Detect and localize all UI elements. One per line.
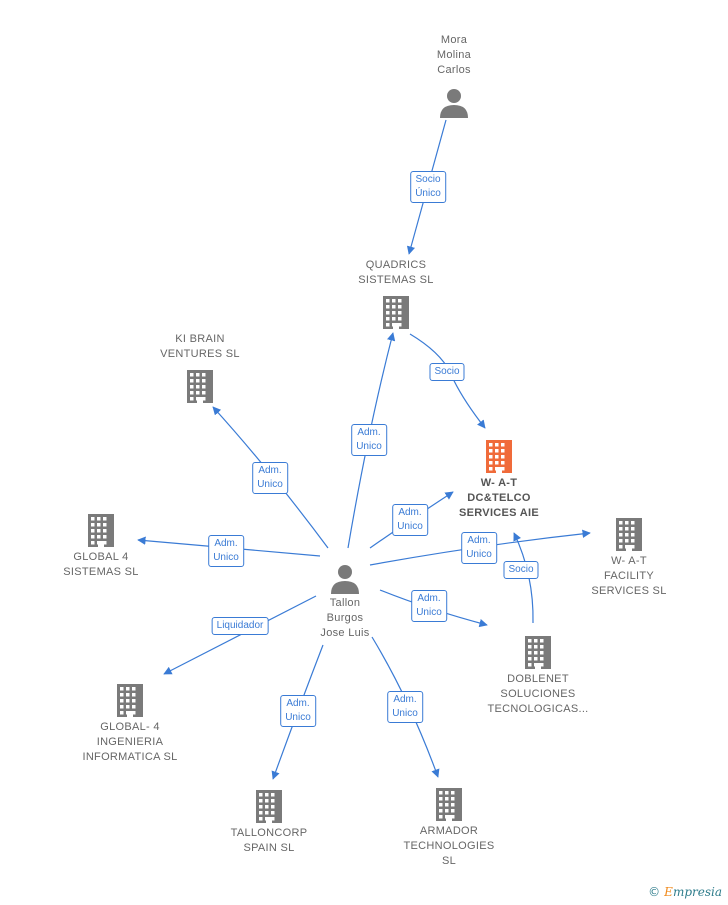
edge-tallon-global4ing — [163, 595, 317, 675]
building-icon-global4[interactable] — [85, 513, 117, 552]
edge-label-tallon-kibrain[interactable]: Adm. Unico — [252, 462, 288, 494]
building-icon-doblenet[interactable] — [522, 635, 554, 674]
edge-label-tallon-wat_fac[interactable]: Adm. Unico — [461, 532, 497, 564]
brand-initial: E — [664, 885, 673, 899]
building-icon-wat_fac[interactable] — [613, 517, 645, 556]
building-icon-talloncorp[interactable] — [253, 789, 285, 828]
node-label-tallon[interactable]: Tallon Burgos Jose Luis — [320, 597, 370, 639]
node-label-kibrain[interactable]: KI BRAIN VENTURES SL — [160, 333, 240, 360]
edge-label-tallon-global4ing[interactable]: Liquidador — [211, 617, 269, 635]
building-icon-quadrics[interactable] — [380, 295, 412, 334]
node-label-global4ing[interactable]: GLOBAL- 4 INGENIERIA INFORMATICA SL — [82, 721, 178, 763]
edge-label-tallon-quadrics[interactable]: Adm. Unico — [351, 424, 387, 456]
edge-label-tallon-global4[interactable]: Adm. Unico — [208, 535, 244, 567]
node-label-talloncorp[interactable]: TALLONCORP SPAIN SL — [230, 827, 308, 854]
brand-logo: ©Empresia — [648, 885, 722, 899]
person-icon-mora[interactable] — [438, 86, 470, 123]
edge-label-tallon-talloncorp[interactable]: Adm. Unico — [280, 695, 316, 727]
edge-label-tallon-doblenet[interactable]: Adm. Unico — [411, 590, 447, 622]
edge-label-tallon-armador[interactable]: Adm. Unico — [387, 691, 423, 723]
node-label-mora[interactable]: Mora Molina Carlos — [436, 34, 472, 76]
node-label-wat_dc[interactable]: W- A-T DC&TELCO SERVICES AIE — [458, 477, 540, 519]
brand-name: mpresia — [672, 885, 722, 899]
node-label-quadrics[interactable]: QUADRICS SISTEMAS SL — [358, 259, 434, 286]
edge-label-tallon-wat_dc[interactable]: Adm. Unico — [392, 504, 428, 536]
edge-quadrics-wat_dc — [409, 333, 486, 429]
node-label-global4[interactable]: GLOBAL 4 SISTEMAS SL — [63, 551, 139, 578]
node-label-armador[interactable]: ARMADOR TECHNOLOGIES SL — [403, 825, 495, 867]
node-label-wat_fac[interactable]: W- A-T FACILITY SERVICES SL — [591, 555, 667, 597]
building-icon-wat_dc[interactable] — [483, 439, 515, 478]
building-icon-armador[interactable] — [433, 787, 465, 826]
edge-label-quadrics-wat_dc[interactable]: Socio — [429, 363, 465, 381]
edge-label-doblenet-wat_dc[interactable]: Socio — [503, 561, 539, 579]
edge-label-mora-quadrics[interactable]: Socio Único — [410, 171, 446, 203]
copyright-symbol: © — [648, 885, 661, 899]
node-label-doblenet[interactable]: DOBLENET SOLUCIONES TECNOLOGICAS... — [487, 673, 589, 715]
person-icon-tallon[interactable] — [329, 562, 361, 599]
building-icon-global4ing[interactable] — [114, 683, 146, 722]
building-icon-kibrain[interactable] — [184, 369, 216, 408]
